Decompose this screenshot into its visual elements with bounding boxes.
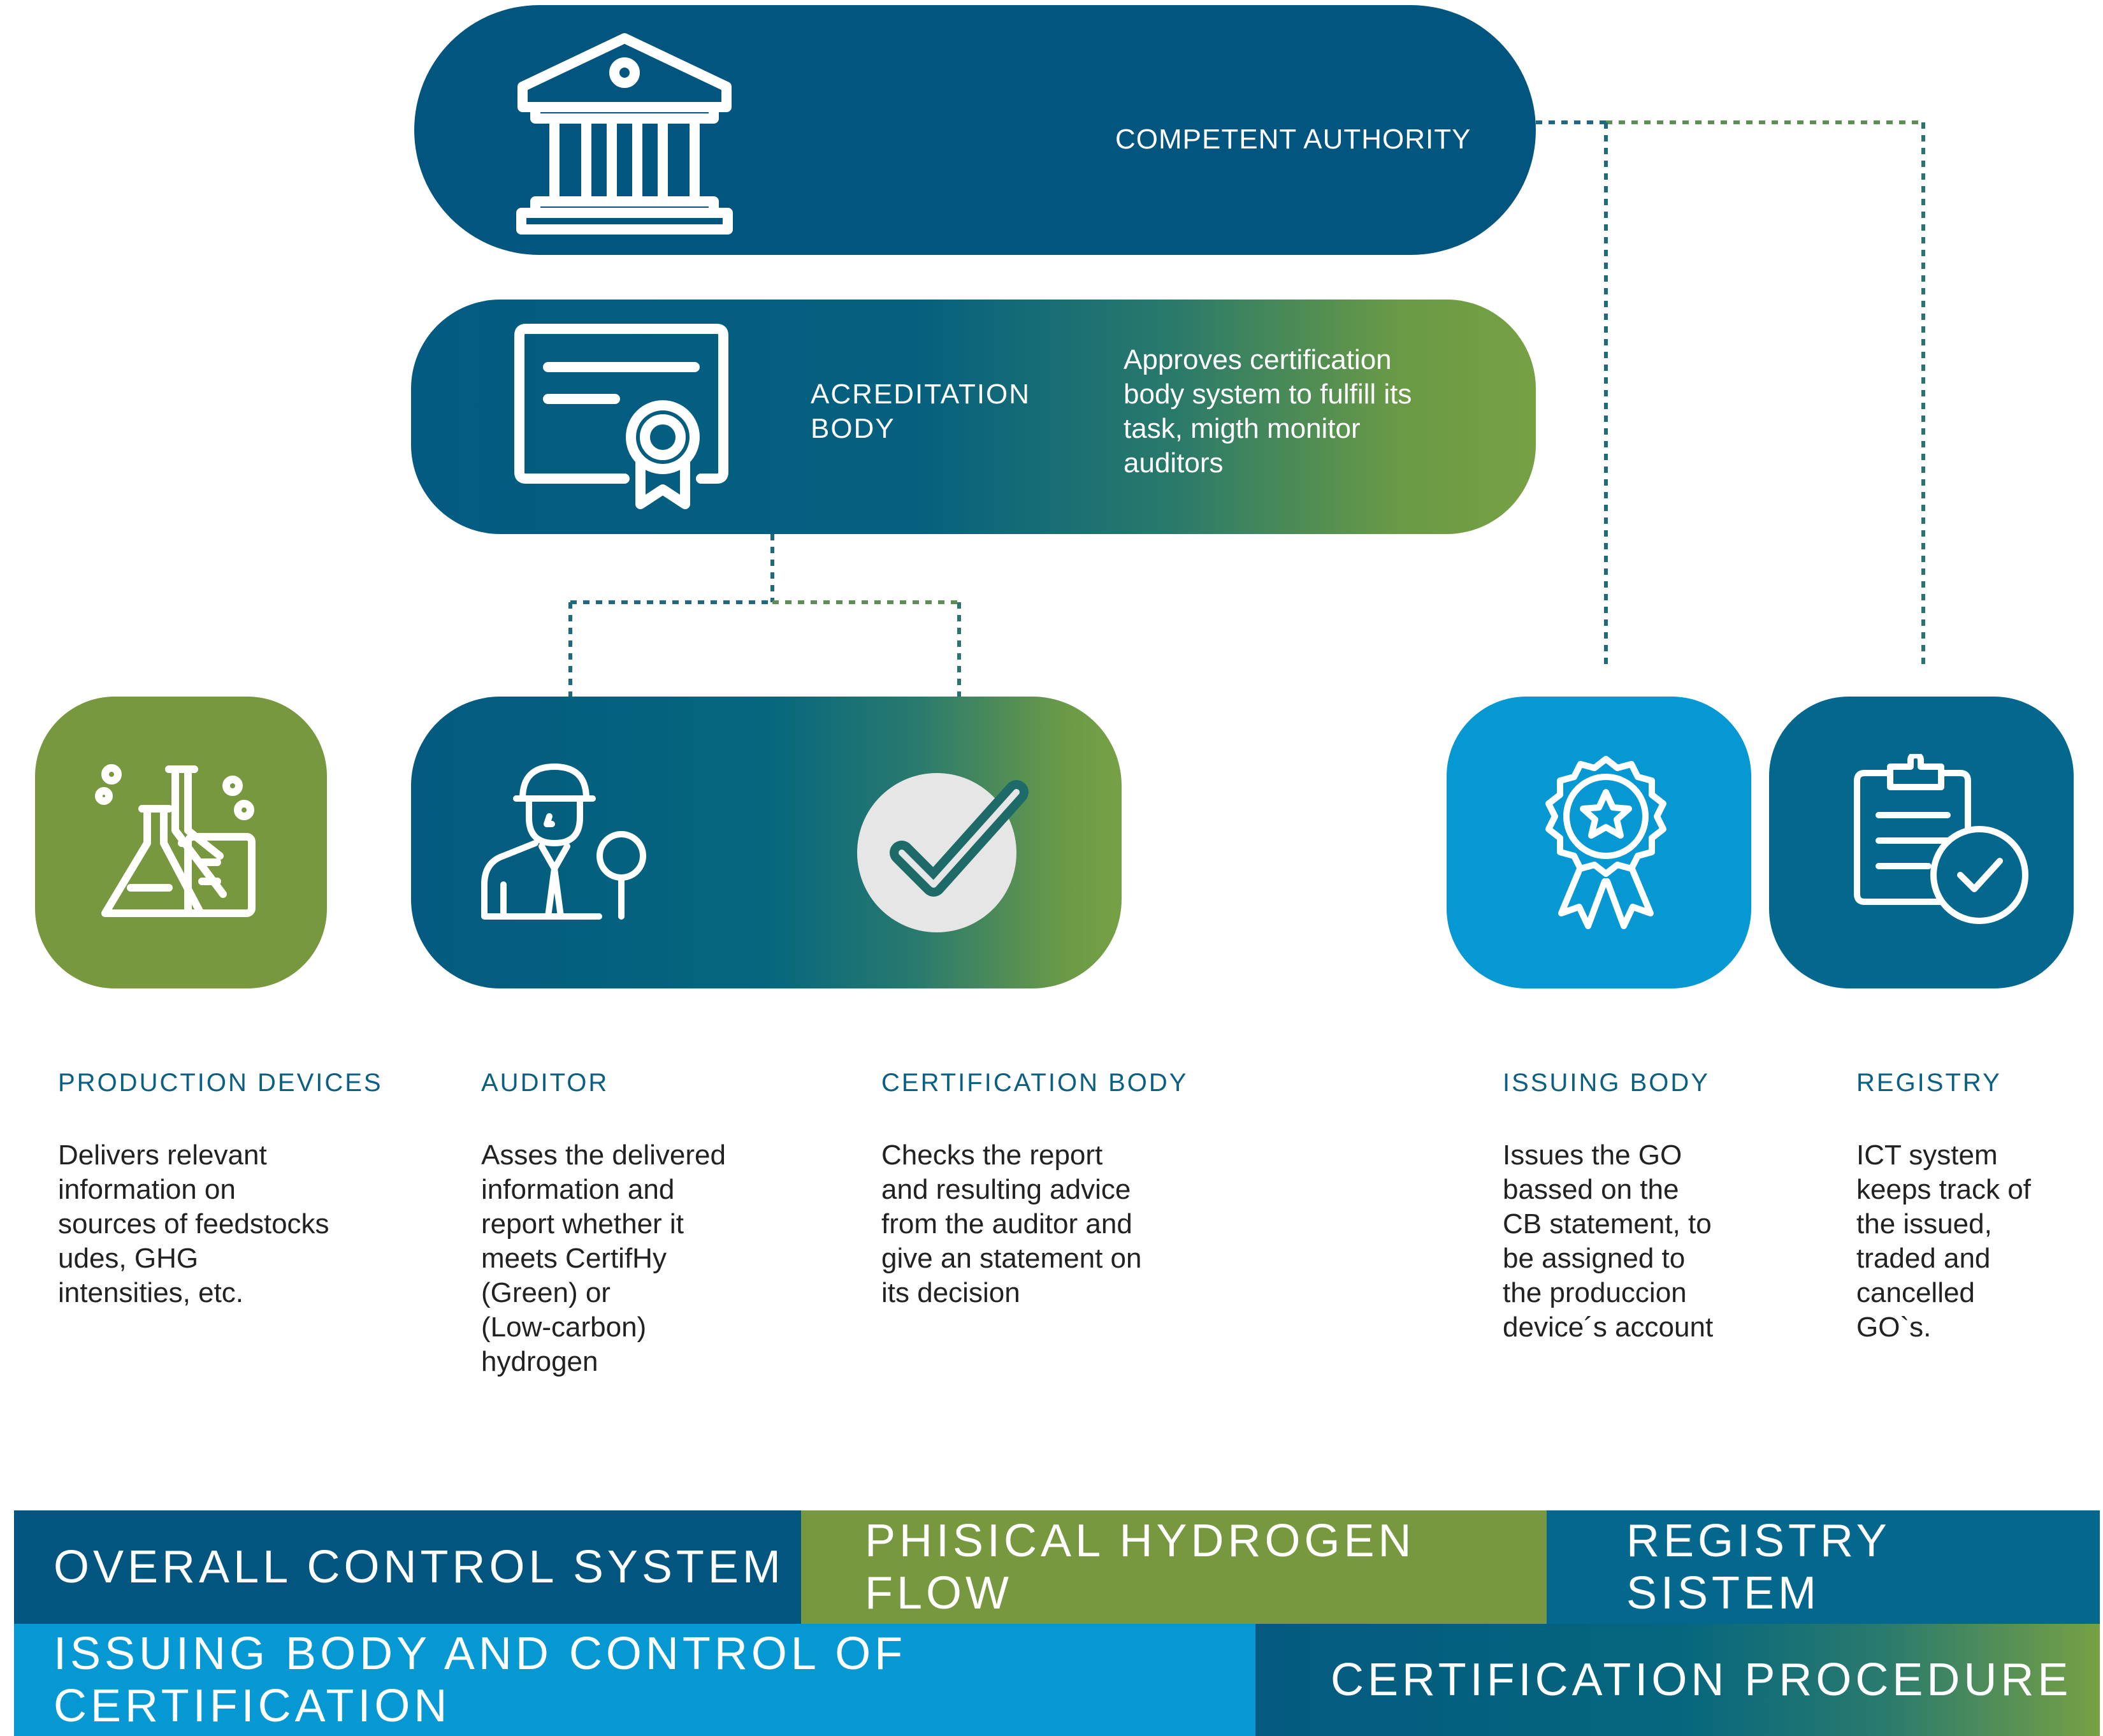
lab-flasks-icon xyxy=(95,764,256,917)
auditor-magnifier-icon xyxy=(481,763,646,920)
registry-description: ICT system keeps track of the issued, tr… xyxy=(1856,1139,2031,1343)
acreditation-label-line1: ACREDITATION xyxy=(811,379,1031,410)
issuing-body-box xyxy=(1447,697,1751,988)
production-devices-title: PRODUCTION DEVICES xyxy=(58,1069,383,1097)
registry-title: REGISTRY xyxy=(1856,1069,2002,1097)
auditor-description: Asses the delivered information and repo… xyxy=(481,1139,726,1377)
legend-issuing-body-control: ISSUING BODY AND CONTROL OF CERTIFICATIO… xyxy=(14,1624,1255,1736)
auditor-title: AUDITOR xyxy=(481,1069,609,1097)
certificate-icon xyxy=(514,324,728,509)
acreditation-label-line2: BODY xyxy=(811,413,895,444)
government-building-icon xyxy=(516,33,733,235)
acreditation-description: Approves certification body system to fu… xyxy=(1124,344,1412,479)
issuing-body-title: ISSUING BODY xyxy=(1503,1069,1710,1097)
clipboard-check-icon xyxy=(1854,754,2028,924)
legend-certification-procedure: CERTIFICATION PROCEDURE xyxy=(1255,1624,2100,1736)
issuing-body-description: Issues the GO bassed on the CB statement… xyxy=(1503,1139,1714,1343)
legend-physical-hydrogen-flow: PHISICAL HYDROGEN FLOW xyxy=(801,1510,1547,1624)
certification-body-description: Checks the report and resulting advice f… xyxy=(881,1139,1142,1308)
competent-authority-label: COMPETENT AUTHORITY xyxy=(1115,124,1471,155)
checkmark-circle-icon xyxy=(857,773,1029,932)
certification-body-title: CERTIFICATION BODY xyxy=(881,1069,1189,1097)
award-medal-icon xyxy=(1545,756,1666,929)
acreditation-body-box: ACREDITATION BODY Approves certification… xyxy=(411,300,1536,534)
legend-overall-control-system: OVERALL CONTROL SYSTEM xyxy=(14,1510,801,1624)
competent-authority-box: COMPETENT AUTHORITY xyxy=(414,5,1536,255)
auditor-certification-box xyxy=(411,697,1122,988)
registry-box xyxy=(1769,697,2074,988)
production-devices-box xyxy=(35,697,327,988)
legend-registry-system: REGISTRY SISTEM xyxy=(1547,1510,2100,1624)
production-devices-description: Delivers relevant information on sources… xyxy=(58,1139,329,1308)
